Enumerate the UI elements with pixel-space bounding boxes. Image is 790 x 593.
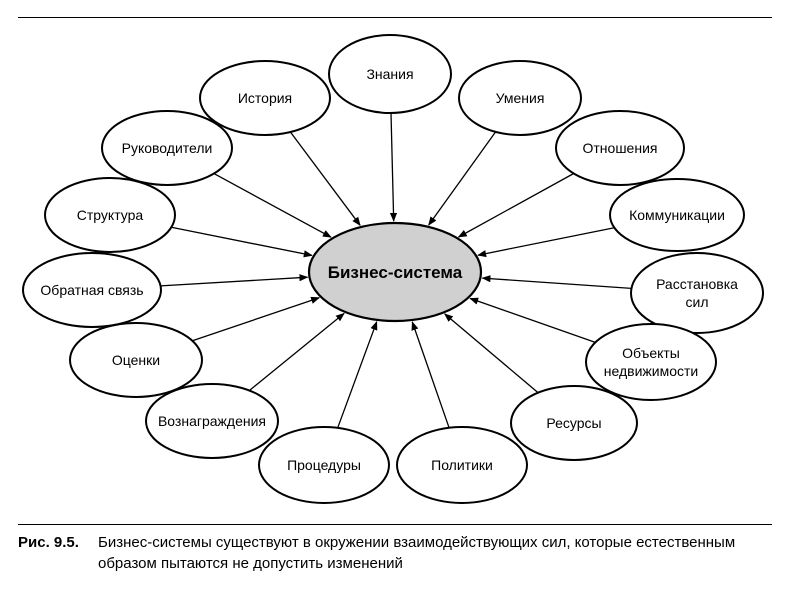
arrow-rewards [248, 312, 345, 392]
node-procedures: Процедуры [258, 426, 390, 504]
node-label-resources: Ресурсы [546, 415, 601, 431]
node-ellipse-rewards [145, 383, 279, 459]
arrow-ratings [192, 296, 321, 342]
caption-rule [18, 524, 772, 525]
node-feedback: Обратная связь [22, 252, 162, 328]
arrow-knowledge [389, 112, 398, 222]
node-label-knowledge: Знания [366, 66, 413, 82]
node-ellipse-feedback [22, 252, 162, 328]
node-label-procedures: Процедуры [287, 457, 361, 473]
arrow-feedback [160, 274, 309, 287]
center-node: Бизнес-система [307, 221, 483, 323]
node-ellipse-resources [510, 385, 638, 461]
arrow-policies [411, 321, 450, 429]
node-leaders: Руководители [101, 110, 233, 186]
arrow-history [289, 131, 361, 227]
node-ellipse-relations [555, 110, 685, 186]
node-history: История [199, 60, 331, 136]
node-policies: Политики [396, 426, 528, 504]
node-ellipse-ratings [69, 322, 203, 398]
node-ellipse-skills [458, 60, 582, 136]
node-ellipse-realestate [585, 323, 717, 401]
caption-text: Бизнес-системы существуют в окружении вз… [98, 534, 736, 572]
arrow-procedures [337, 320, 378, 429]
node-label-structure: Структура [77, 207, 144, 223]
node-placement: Расстановка сил [630, 252, 764, 334]
node-ellipse-procedures [258, 426, 390, 504]
node-label-placement: Расстановка [656, 276, 738, 292]
top-rule [18, 17, 772, 18]
node-label-rewards: Вознаграждения [158, 413, 266, 429]
arrow-comms [477, 227, 615, 258]
arrow-resources [444, 313, 539, 394]
arrow-leaders [213, 173, 332, 238]
node-knowledge: Знания [328, 34, 452, 114]
node-label-history: История [238, 90, 292, 106]
figure-caption: Рис. 9.5. Бизнес-системы существуют в ок… [18, 532, 778, 574]
node-ratings: Оценки [69, 322, 203, 398]
node-comms: Коммуникации [609, 178, 745, 252]
business-system-diagram: Бизнес-система ЗнанияУменияОтношенияКомм… [22, 34, 764, 504]
node-label-skills: Умения [496, 90, 545, 106]
caption-number: Рис. 9.5. [18, 534, 79, 551]
node-label-realestate: недвижимости [604, 363, 698, 379]
node-ellipse-history [199, 60, 331, 136]
arrow-structure [171, 226, 313, 258]
node-label-leaders: Руководители [122, 140, 213, 156]
node-ellipse-comms [609, 178, 745, 252]
node-label-ratings: Оценки [112, 352, 160, 368]
node-label-comms: Коммуникации [629, 207, 725, 223]
arrow-realestate [469, 297, 596, 344]
node-relations: Отношения [555, 110, 685, 186]
node-realestate: Объекты недвижимости [585, 323, 717, 401]
node-label-realestate: Объекты [622, 345, 680, 361]
node-label-placement: сил [686, 294, 709, 310]
node-skills: Умения [458, 60, 582, 136]
center-node-label: Бизнес-система [328, 263, 463, 282]
node-ellipse-structure [44, 177, 176, 253]
node-resources: Ресурсы [510, 385, 638, 461]
node-ellipse-knowledge [328, 34, 452, 114]
node-structure: Структура [44, 177, 176, 253]
node-rewards: Вознаграждения [145, 383, 279, 459]
node-ellipse-placement [630, 252, 764, 334]
node-ellipse-policies [396, 426, 528, 504]
node-ellipse-leaders [101, 110, 233, 186]
node-label-feedback: Обратная связь [40, 282, 143, 298]
arrow-skills [428, 131, 497, 226]
node-label-relations: Отношения [583, 140, 658, 156]
arrow-placement [481, 275, 632, 290]
arrow-relations [457, 172, 575, 238]
node-label-policies: Политики [431, 457, 493, 473]
